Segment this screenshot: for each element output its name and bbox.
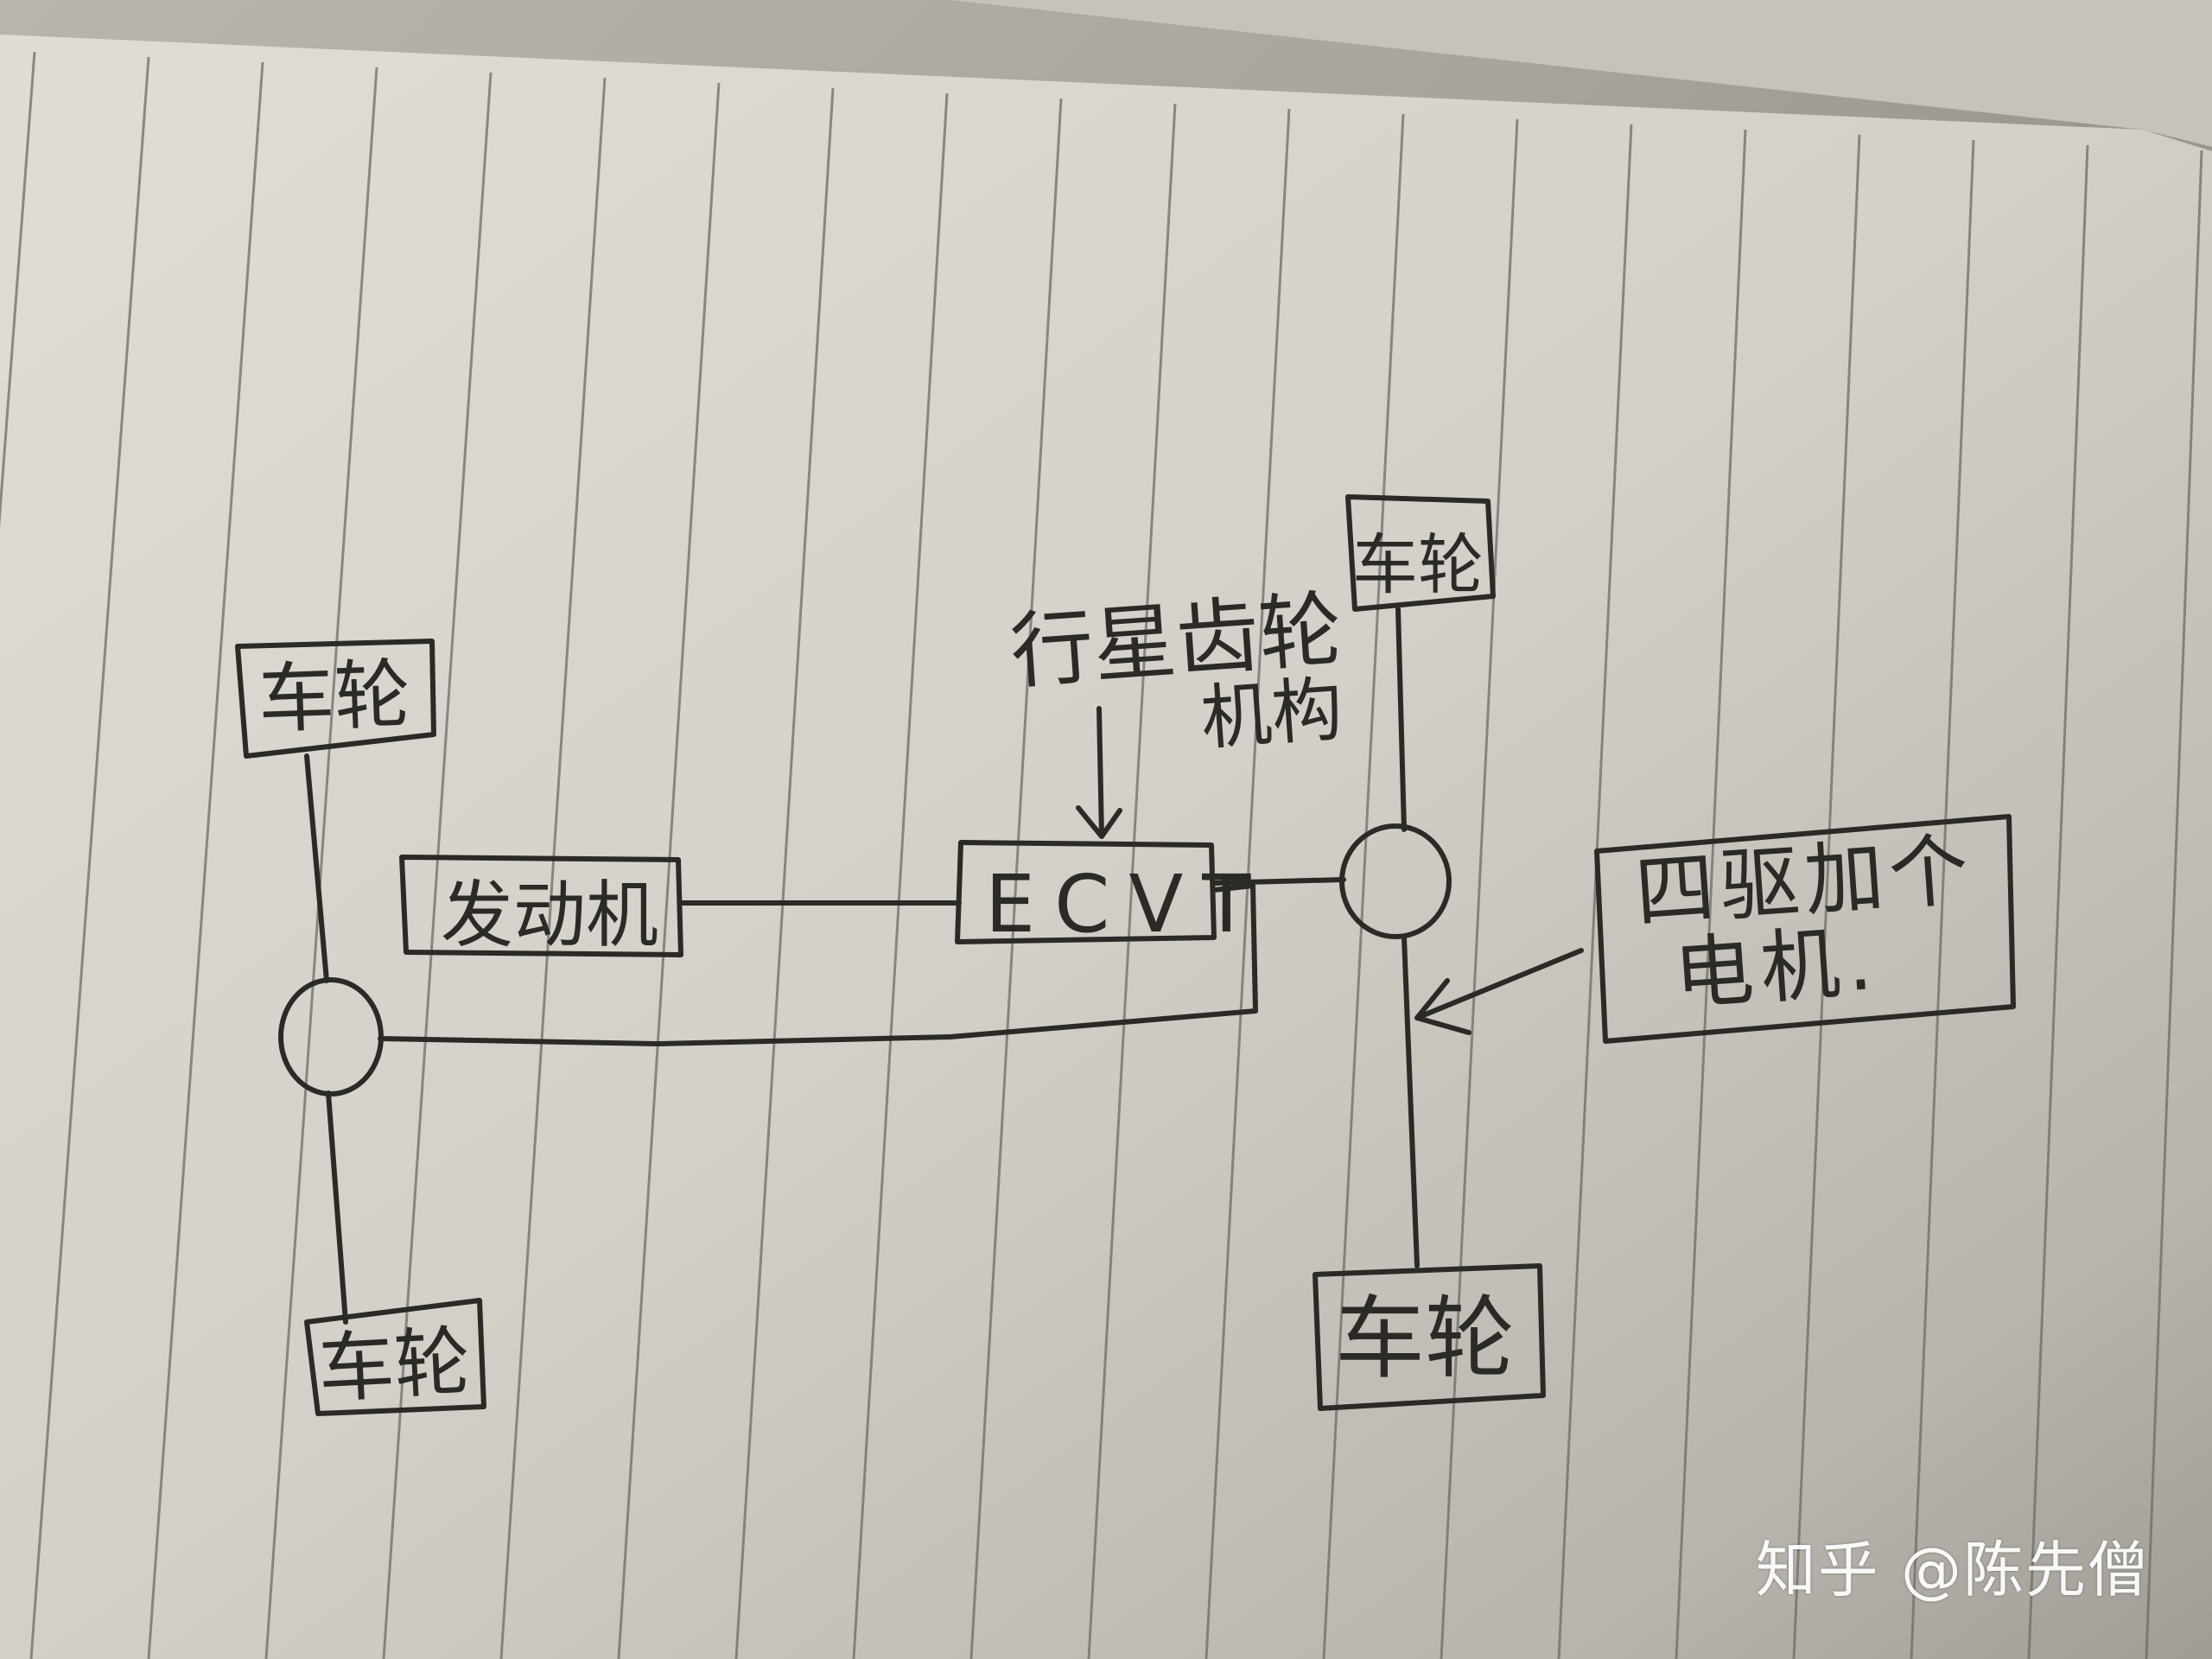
- ruling-line: [147, 61, 264, 1659]
- ruling-line: [2145, 149, 2203, 1659]
- ecvt-box: [955, 840, 1217, 944]
- ecvt-label: ECVT: [985, 858, 1270, 950]
- ruling-line: [969, 98, 1063, 1659]
- wheel-right-top-box: [1345, 494, 1496, 612]
- wheel-left-top-box: [235, 639, 436, 759]
- left-axle-line: [304, 753, 348, 1325]
- right-axle-line: [1395, 607, 1420, 1268]
- wheel-left-bottom-box: [304, 1298, 486, 1416]
- wheel-right-bottom-box: [1313, 1263, 1546, 1411]
- planetary-label-line1: 行星齿轮: [1007, 581, 1345, 701]
- ruling-line: [382, 72, 493, 1659]
- ruling-line: [499, 77, 607, 1659]
- wheel-left-bottom-label: 车轮: [316, 1317, 473, 1414]
- motor-box: [1594, 814, 2016, 1044]
- ruling-line: [0, 51, 36, 529]
- ruling-line: [29, 56, 150, 1659]
- motor-arrow: [1414, 948, 1584, 1035]
- engine-box: [399, 855, 683, 957]
- planetary-label-line2: 机构: [1198, 669, 1345, 760]
- wheel-right-top-label: 车轮: [1352, 526, 1484, 603]
- zhihu-watermark: 知乎 @陈先僧: [1755, 1535, 2150, 1605]
- motor-label-line2: 电机.: [1671, 915, 1882, 1021]
- notebook-page: [0, 35, 2212, 1659]
- ruling-line: [1322, 113, 1405, 1659]
- ruling-line: [2027, 144, 2089, 1659]
- ruling-line: [1910, 139, 1975, 1659]
- ecvt-right-link: [1211, 877, 1346, 886]
- ruling-line: [1792, 134, 1861, 1659]
- ruling-line: [617, 82, 721, 1659]
- engine-label: 发动机: [441, 873, 658, 957]
- ruling-line: [264, 67, 378, 1659]
- ruling-line: [1087, 103, 1177, 1659]
- wheel-left-top-label: 车轮: [257, 650, 412, 744]
- ruling-line: [852, 92, 949, 1659]
- ruling-line: [1675, 129, 1747, 1659]
- page-edge: [950, 0, 2212, 147]
- ecvt-left-link: [378, 883, 1258, 1046]
- planetary-arrow: [1076, 706, 1122, 839]
- ruling-line: [734, 87, 835, 1659]
- wheel-right-bottom-label: 车轮: [1335, 1286, 1515, 1391]
- ruling-line: [1557, 124, 1633, 1659]
